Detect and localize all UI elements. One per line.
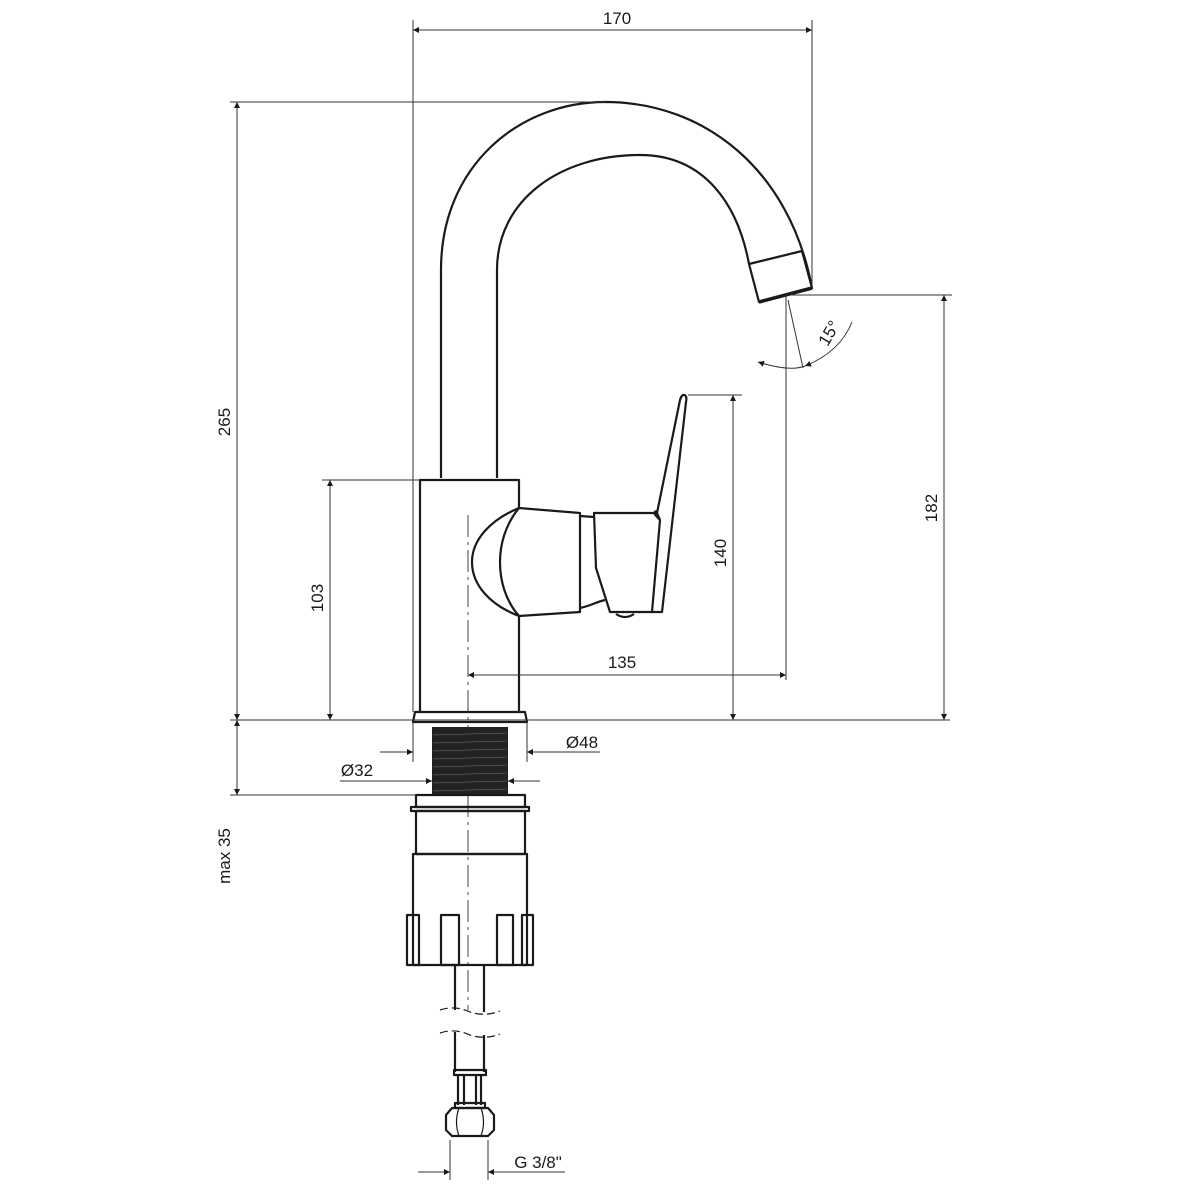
dimension-handle-height-label: 140 [711, 539, 730, 567]
supply-hose [439, 965, 501, 1138]
extension-lines [230, 20, 952, 1180]
mixer-handle [470, 393, 688, 619]
faucet-body [411, 478, 529, 724]
dimension-body-height-label: 103 [308, 584, 327, 612]
dimension-height-label: 265 [215, 408, 234, 436]
spout [439, 100, 814, 478]
dimension-width-label: 170 [603, 9, 631, 28]
dimension-flange-diameter-label: Ø48 [566, 733, 598, 752]
dimension-lines [234, 27, 947, 1175]
dimension-thread-diameter-label: Ø32 [341, 761, 373, 780]
dimension-reach-label: 135 [608, 653, 636, 672]
dimension-connection-label: G 3/8" [514, 1153, 562, 1172]
dimension-spout-height-label: 182 [922, 494, 941, 522]
dimension-max-thickness-label: max 35 [215, 828, 234, 884]
mounting-nut [405, 793, 535, 967]
dimension-angle-label: 15° [815, 317, 844, 349]
mounting-thread [432, 727, 508, 795]
